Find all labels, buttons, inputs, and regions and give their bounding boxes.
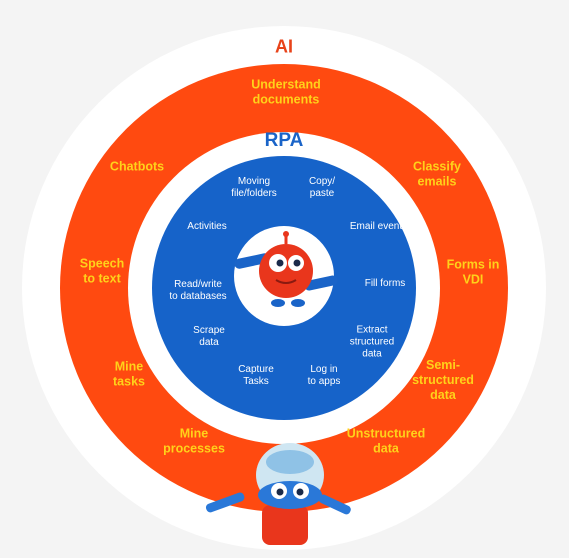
rpa-item-read-write-databases: Read/write to databases (169, 279, 227, 302)
rpa-item-activities: Activities (187, 221, 227, 233)
ai-item-mine-tasks: Mine tasks (113, 359, 145, 388)
rpa-item-extract-structured-data: Extract structured data (349, 324, 395, 359)
ai-item-unstructured-data: Unstructured data (346, 426, 426, 455)
blue-robot-icon (205, 443, 351, 545)
rpa-item-capture-tasks: Capture Tasks (238, 364, 274, 387)
ai-item-understand-documents: Understand documents (251, 77, 321, 106)
rpa-item-log-in-to-apps: Log in to apps (307, 364, 341, 387)
ai-item-classify-emails: Classify emails (413, 159, 461, 188)
rpa-item-email-event: Email event (349, 221, 403, 233)
ai-title: AI (275, 36, 293, 57)
ai-item-semi-structured-data: Semi- structured data (412, 357, 474, 402)
rpa-item-fill-forms: Fill forms (364, 278, 406, 290)
rpa-item-moving-files: Moving file/folders (231, 176, 277, 199)
rpa-item-copy-paste: Copy/ paste (308, 176, 336, 199)
rpa-title: RPA (264, 129, 304, 151)
rpa-item-scrape-data: Scrape data (193, 325, 225, 348)
ai-item-chatbots: Chatbots (109, 159, 165, 174)
ai-item-mine-processes: Mine processes (163, 426, 225, 455)
red-robot-icon (234, 231, 338, 307)
ai-item-speech-to-text: Speech to text (79, 256, 125, 285)
ai-item-forms-in-vdi: Forms in VDI (446, 257, 500, 286)
